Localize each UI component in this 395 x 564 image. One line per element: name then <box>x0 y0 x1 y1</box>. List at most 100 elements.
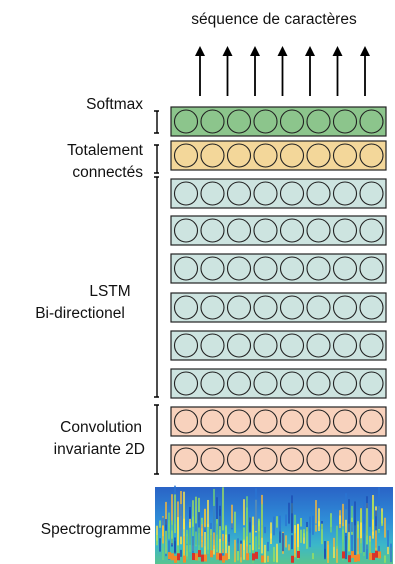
neuron-unit <box>253 409 278 434</box>
neuron-unit <box>359 447 384 472</box>
spectrogram-streak <box>363 499 365 524</box>
spectrogram-streak <box>300 529 302 543</box>
neuron-unit <box>359 295 384 320</box>
neuron-unit <box>359 143 384 168</box>
spectrogram-streak <box>171 494 173 525</box>
spectrogram-streak <box>291 535 293 550</box>
spectrogram-streak <box>303 533 305 544</box>
spectrogram-streak <box>378 487 380 529</box>
neuron-unit <box>306 143 331 168</box>
lstm-label-line1: LSTM <box>89 283 130 300</box>
spectrogram-streak <box>237 543 239 561</box>
spectrogram-streak <box>261 504 263 538</box>
neuron-unit <box>173 256 199 281</box>
neuron-unit <box>173 143 199 168</box>
spectrogram-streak <box>243 499 245 526</box>
spectrogram-streak <box>342 503 344 527</box>
spectrogram-streak <box>315 500 317 524</box>
layer-row-lstm <box>170 368 387 399</box>
layer-brackets <box>154 110 159 475</box>
spectrogram-streak <box>372 499 374 530</box>
neuron-unit <box>173 218 199 243</box>
spectrogram-streak <box>201 540 203 548</box>
spectrogram-streak <box>243 527 245 544</box>
conv-bracket <box>154 404 159 475</box>
neuron-unit <box>306 218 331 243</box>
spectrogram-hot <box>375 550 378 558</box>
neuron-unit <box>253 256 278 281</box>
spectrogram-streak <box>300 517 302 527</box>
neuron-unit <box>332 143 358 168</box>
neuron-unit <box>226 143 252 168</box>
spectrogram-streak <box>201 528 203 542</box>
spectrogram-hot <box>201 554 204 562</box>
spectrogram-hot <box>372 553 375 561</box>
neuron-unit <box>306 295 331 320</box>
spectrogram-hot <box>297 550 300 558</box>
spectrogram-streak <box>345 519 347 533</box>
neuron-unit <box>359 181 384 206</box>
spectrogram-streak <box>366 544 368 559</box>
neuron-unit <box>306 181 331 206</box>
neuron-unit <box>200 143 225 168</box>
spectrogram-streak <box>267 541 269 552</box>
spectrogram-streak <box>222 540 224 549</box>
neuron-unit <box>253 447 278 472</box>
spectrogram-streak <box>198 527 200 561</box>
neuron-unit <box>226 371 252 396</box>
spectrogram-streak <box>180 549 182 557</box>
spectrogram-streak <box>219 515 221 542</box>
spectrogram-label: Spectrogramme <box>41 521 151 538</box>
spectrogram-streak <box>189 521 191 553</box>
spectrogram-streak <box>228 541 230 560</box>
spectrogram-streak <box>204 508 206 530</box>
spectrogram-streak <box>183 536 185 561</box>
neuron-unit <box>226 409 252 434</box>
spectrogram-streak <box>246 539 248 559</box>
spectrogram-hot <box>369 552 372 560</box>
spectrogram-streak <box>333 537 335 548</box>
spectrogram-streak <box>237 538 239 552</box>
lstm-bracket <box>154 176 159 398</box>
spectrogram-hot <box>225 553 228 561</box>
spectrogram-hot <box>348 555 351 563</box>
spectrogram-streak <box>312 553 314 560</box>
spectrogram-hot <box>195 553 198 561</box>
spectrogram-streak <box>171 520 173 544</box>
spectrogram-streak <box>354 501 356 526</box>
spectrogram-streak <box>375 510 377 548</box>
neuron-unit <box>226 181 252 206</box>
spectrogram-hot <box>342 551 345 559</box>
spectrogram-streak <box>378 545 380 553</box>
spectrogram-streak <box>261 527 263 554</box>
spectrogram-streak <box>228 534 230 546</box>
spectrogram-streak <box>183 491 185 530</box>
neuron-unit <box>332 447 358 472</box>
spectrogram-streak <box>165 530 167 554</box>
spectrogram-streak <box>375 530 377 554</box>
spectrogram-streak <box>366 508 368 550</box>
spectrogram-streak <box>279 515 281 533</box>
spectrogram-hot <box>246 553 249 561</box>
spectrogram-streak <box>390 543 392 563</box>
neuron-unit <box>279 409 305 434</box>
neuron-unit <box>200 109 225 134</box>
neuron-unit <box>279 371 305 396</box>
spectrogram-streak <box>213 505 215 540</box>
spectrogram-streak <box>318 508 320 527</box>
spectrogram-streak <box>165 519 167 541</box>
spectrogram-streak <box>255 488 257 532</box>
spectrogram-streak <box>174 494 176 534</box>
spectrogram-streak <box>207 532 209 555</box>
layer-row-lstm <box>170 215 387 246</box>
spectrogram-streak <box>180 504 182 537</box>
spectrogram-hot <box>183 555 186 563</box>
neuron-unit <box>332 371 358 396</box>
spectrogram-streak <box>258 520 260 550</box>
spectrogram-streak <box>294 533 296 553</box>
neuron-unit <box>200 371 225 396</box>
spectrogram-streak <box>348 499 350 533</box>
spectrogram-streak <box>342 529 344 543</box>
spectrogram-streak <box>246 496 248 537</box>
spectrogram-hot <box>171 553 174 561</box>
